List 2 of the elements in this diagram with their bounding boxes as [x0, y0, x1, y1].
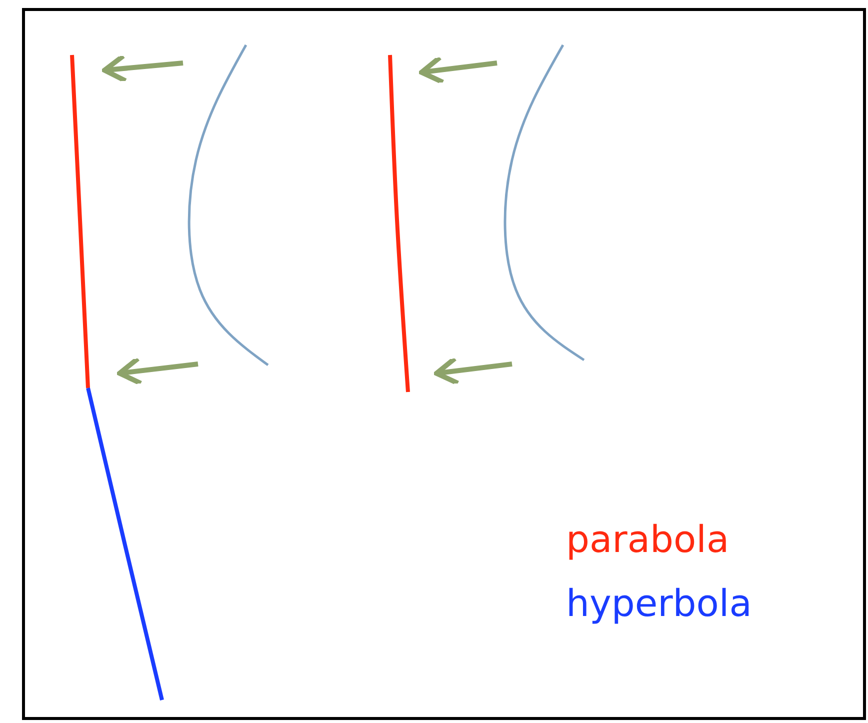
legend-text: parabola — [566, 518, 730, 562]
legend-text: hyperbola — [566, 582, 752, 626]
